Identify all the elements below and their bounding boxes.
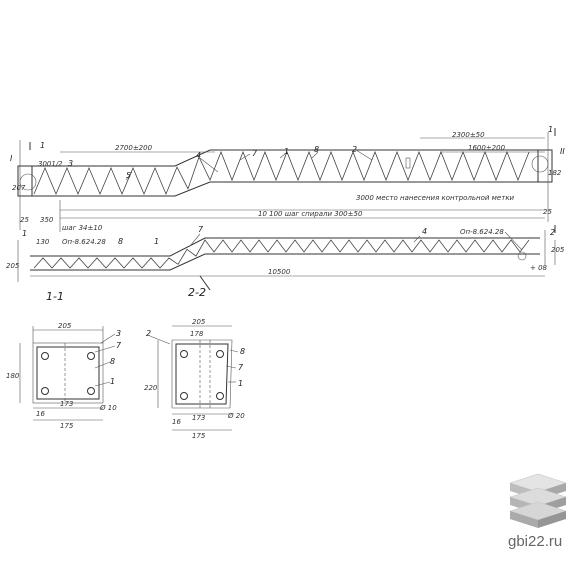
mark-1-right: 1	[548, 125, 553, 134]
mark-7-mid: 7	[198, 225, 204, 234]
sec1-dim-16: 16	[36, 410, 45, 418]
sec1-mark-7: 7	[116, 341, 122, 350]
section-2-2	[149, 325, 239, 431]
sec1-dim-173: 173	[60, 400, 73, 408]
sec2-mark-7: 7	[238, 363, 244, 372]
lattice-web-2	[33, 239, 530, 269]
dim-2700: 2700±200	[115, 144, 153, 152]
dim-1600: 1600±200	[468, 144, 506, 152]
dim-2300: 2300±50	[452, 131, 485, 139]
sec2-dim-16: 16	[172, 418, 181, 426]
sec1-mark-1: 1	[110, 377, 115, 386]
top-chord-2	[30, 237, 540, 257]
sec2-dim-dia: Ø 20	[227, 412, 245, 420]
mark-1-mid: 1	[22, 229, 27, 238]
sec2-mark-8: 8	[240, 347, 245, 356]
dim-step: шаг 34±10	[62, 224, 103, 232]
beam-elevation-bottom	[17, 230, 556, 291]
mark-1-top: 1	[40, 141, 45, 150]
dim-3000: 3000 место нанесения контрольной метки	[356, 194, 515, 202]
mark-4-mid: 4	[422, 227, 427, 236]
end-right	[537, 149, 553, 183]
section-2-outline	[175, 343, 229, 405]
labels: 2700±200 3001/2 3 2300±50 1600±200 207 2…	[6, 125, 565, 440]
bottom-chord	[30, 181, 540, 197]
dim-350: 350	[40, 216, 54, 224]
beam-elevation-top	[17, 128, 556, 233]
mark-8-mid: 8	[118, 237, 123, 246]
sec1-dim-205: 205	[58, 322, 72, 330]
dim-25: 25	[20, 216, 29, 224]
section-1-outline	[36, 346, 100, 400]
dim-10100: 10 100 шаг спирали 300±50	[258, 210, 363, 218]
dim-182: 182	[548, 169, 562, 177]
mark-2-mid: 2	[550, 228, 555, 237]
brand-site-text[interactable]: gbi22.ru	[508, 533, 563, 550]
mark-7-top: 7	[252, 149, 258, 158]
sec1-mark-8: 8	[110, 357, 115, 366]
section-title-2-2: 2-2	[188, 286, 206, 299]
dim-3001: 3001/2	[38, 160, 63, 168]
mark-5: 5	[126, 171, 131, 180]
sec2-dim-178: 178	[190, 330, 204, 338]
dim-205: 205	[6, 262, 20, 270]
sec2-mark-1: 1	[238, 379, 243, 388]
lattice-web	[33, 150, 530, 196]
section-1-1	[19, 326, 116, 421]
mark-2-top: 2	[352, 145, 357, 154]
dim-plus: + 08	[530, 264, 548, 272]
sec2-mark-2: 2	[146, 329, 151, 338]
dim-25b: 25	[543, 208, 552, 216]
mark-3: 3	[68, 159, 73, 168]
dim-207: 207	[12, 184, 26, 192]
dim-rebar-left: Оп-8.624.28	[62, 238, 106, 246]
sec1-mark-3: 3	[116, 329, 121, 338]
end-left	[17, 165, 33, 197]
sec2-dim-220: 220	[144, 384, 158, 392]
sec2-dim-173: 173	[192, 414, 205, 422]
top-chord	[30, 149, 540, 167]
mark-I: I	[10, 154, 13, 163]
sec1-dim-180: 180	[6, 372, 20, 380]
section-title-1-1: 1-1	[46, 290, 64, 303]
sec2-dim-175: 175	[192, 432, 206, 440]
sec2-dim-205: 205	[192, 318, 206, 326]
mark-II: II	[560, 147, 565, 156]
dim-205-right: 205	[551, 246, 565, 254]
dim-10500: 10500	[268, 268, 291, 276]
dim-130: 130	[36, 238, 50, 246]
brand-logo-icon	[509, 473, 567, 528]
sec1-dim-175: 175	[60, 422, 74, 430]
dim-rebar-right: Оп-8.624.28	[460, 228, 504, 236]
mark-1-top-b: 1	[284, 147, 289, 156]
mark-4-top: 4	[196, 151, 201, 160]
sec1-dim-dia: Ø 10	[99, 404, 117, 412]
bottom-chord-2	[30, 253, 540, 271]
mark-1-mid-b: 1	[154, 237, 159, 246]
mark-8-top: 8	[314, 145, 319, 154]
